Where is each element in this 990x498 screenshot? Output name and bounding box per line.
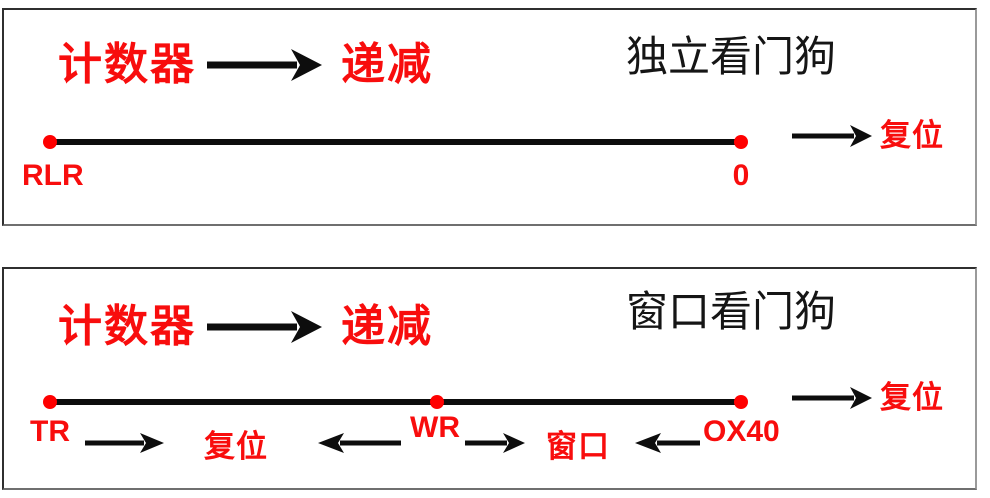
axis-end-label: OX40 xyxy=(703,415,780,448)
axis-start-dot xyxy=(43,135,57,149)
reset-label: 复位 xyxy=(880,380,944,415)
counter-label: 计数器 xyxy=(58,40,196,89)
axis-end-dot xyxy=(734,135,748,149)
countdown-axis xyxy=(43,395,748,409)
window-watchdog-panel: 计数器 递减 窗口看门狗 TR WR OX40 复位 复位 xyxy=(2,267,977,490)
arrow-right-icon xyxy=(207,311,322,343)
decrement-label: 递减 xyxy=(341,40,433,89)
arrow-left-icon xyxy=(635,433,700,453)
axis-mid-dot xyxy=(430,395,444,409)
arrow-right-icon xyxy=(792,387,872,409)
panel-title: 窗口看门狗 xyxy=(626,288,837,335)
independent-watchdog-panel: 计数器 递减 独立看门狗 RLR 0 复位 xyxy=(2,8,977,226)
reset-zone-label: 复位 xyxy=(204,429,268,464)
axis-mid-label: WR xyxy=(410,411,460,444)
arrow-right-icon xyxy=(792,125,872,147)
reset-label: 复位 xyxy=(880,118,944,153)
axis-end-dot xyxy=(734,395,748,409)
countdown-axis xyxy=(43,135,748,149)
counter-label: 计数器 xyxy=(58,302,196,351)
axis-start-label: TR xyxy=(30,415,70,448)
window-zone-label: 窗口 xyxy=(546,429,610,464)
arrow-right-icon xyxy=(85,433,164,453)
axis-start-label: RLR xyxy=(22,159,84,192)
decrement-label: 递减 xyxy=(341,302,433,351)
panel-title: 独立看门狗 xyxy=(626,33,837,80)
axis-start-dot xyxy=(43,395,57,409)
arrow-right-icon xyxy=(207,49,322,81)
arrow-right-icon xyxy=(465,433,525,453)
axis-end-label: 0 xyxy=(732,159,750,192)
arrow-left-icon xyxy=(318,433,401,453)
